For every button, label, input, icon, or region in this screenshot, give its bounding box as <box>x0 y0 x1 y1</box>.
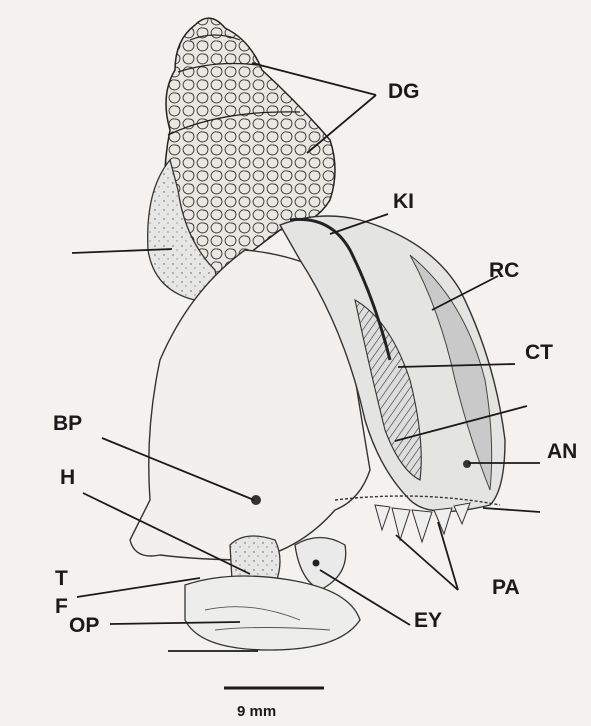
label-ey: EY <box>414 609 442 633</box>
label-rc: RC <box>489 259 519 283</box>
label-bp: BP <box>53 412 82 436</box>
label-an: AN <box>547 440 577 464</box>
label-pa: PA <box>492 576 520 600</box>
label-dg: DG <box>388 80 420 104</box>
label-op: OP <box>69 614 99 638</box>
label-h: H <box>60 466 75 490</box>
label-ct: CT <box>525 341 553 365</box>
label-f: F <box>55 595 68 619</box>
label-t: T <box>55 567 68 591</box>
label-ki: KI <box>393 190 414 214</box>
anus-dot <box>463 460 471 468</box>
eye-dot <box>313 560 320 567</box>
scale-bar-label: 9 mm <box>237 703 276 720</box>
papillae <box>375 503 470 542</box>
